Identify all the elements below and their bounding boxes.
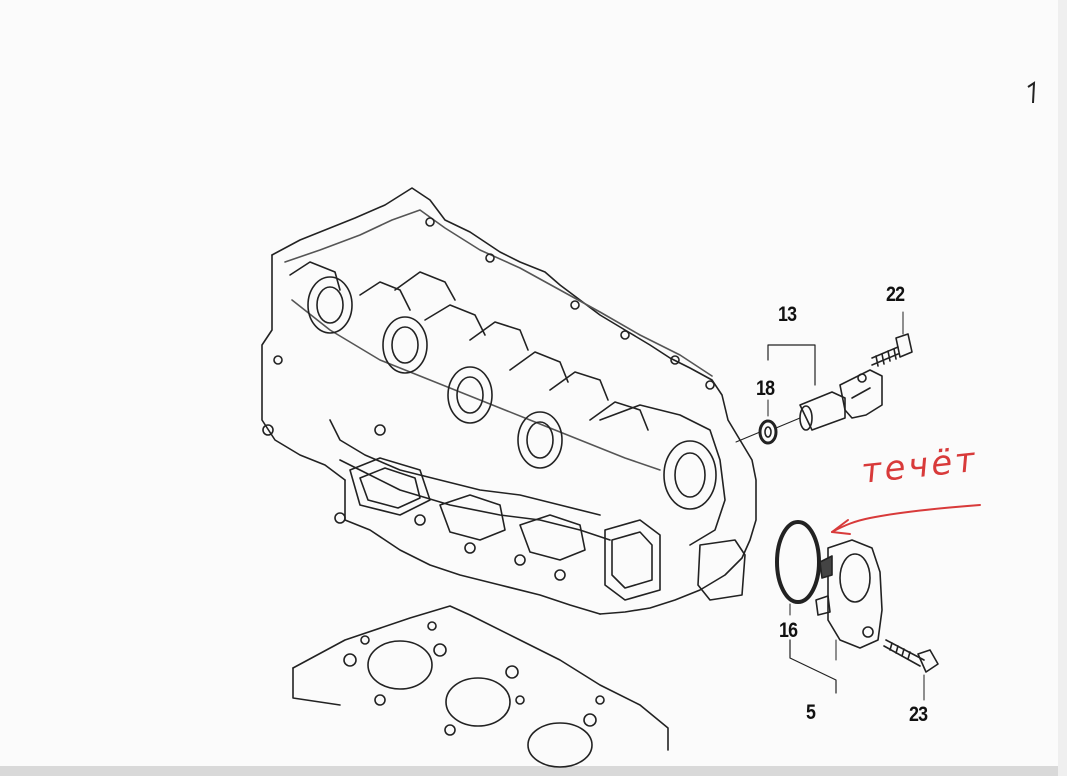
callout-18: 18	[756, 377, 775, 400]
part-22-bolt	[871, 311, 913, 367]
leak-arrow	[831, 504, 981, 535]
part-13-sensor	[767, 344, 883, 431]
scan-bottom-edge	[0, 766, 1067, 776]
scan-right-edge	[1058, 0, 1067, 776]
part-23-bolt	[883, 639, 939, 701]
head-gasket	[292, 605, 669, 768]
callout-22: 22	[886, 283, 905, 306]
callout-23: 23	[909, 703, 928, 726]
callout-13: 13	[778, 303, 797, 326]
part-18-seal	[735, 399, 778, 445]
callout-16: 16	[779, 619, 798, 642]
cylinder-head	[261, 187, 757, 615]
scan-mark	[1027, 81, 1036, 104]
part-16-oring	[775, 520, 821, 616]
part-5-housing	[789, 539, 883, 694]
callout-5: 5	[806, 701, 816, 724]
